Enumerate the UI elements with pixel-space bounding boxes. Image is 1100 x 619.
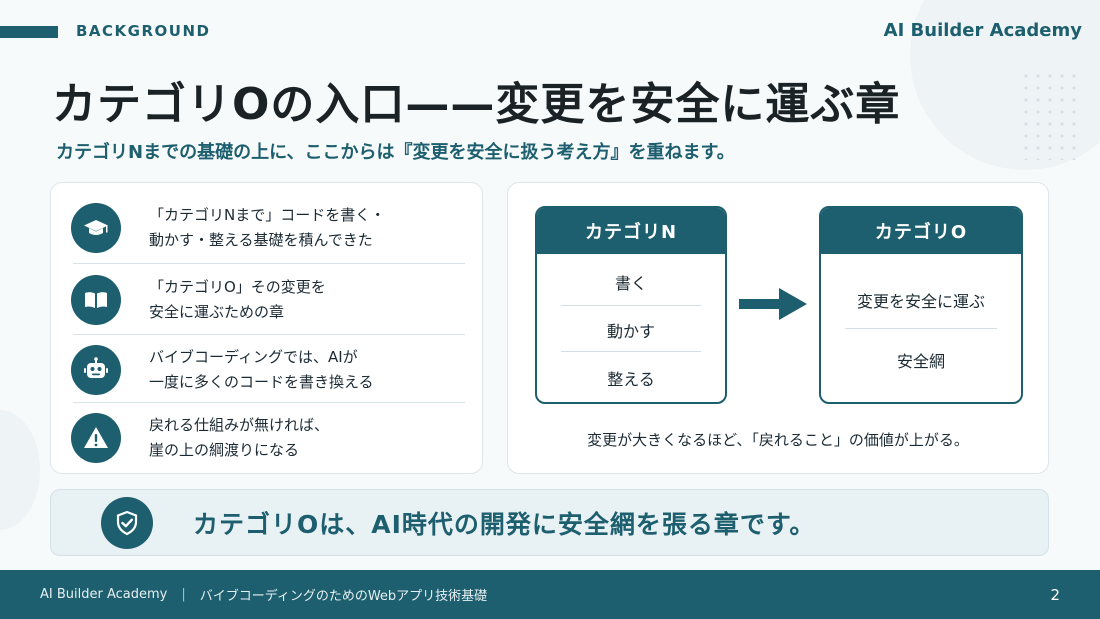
slide-title: カテゴリOの入口——変更を安全に運ぶ章: [52, 79, 901, 130]
footer-separator: |: [181, 587, 186, 602]
divider: [73, 402, 465, 403]
brand-logo: AI Builder Academy: [883, 20, 1082, 41]
divider: [73, 334, 465, 335]
footer: AI Builder Academy | バイブコーディングのためのWebアプリ…: [0, 570, 1100, 619]
list-item: バイブコーディングでは、AIが 一度に多くのコードを書き換える: [71, 335, 463, 405]
decorative-circle: [0, 410, 40, 530]
box-title: カテゴリO: [821, 208, 1021, 254]
divider: [73, 263, 465, 264]
diagram-caption: 変更が大きくなるほど、「戻れること」の価値が上がる。: [587, 431, 969, 449]
page-number: 2: [1050, 585, 1060, 604]
category-n-box: カテゴリN 書く 動かす 整える: [535, 206, 727, 404]
box-title: カテゴリN: [537, 208, 725, 254]
item-line: バイブコーディングでは、AIが: [149, 348, 358, 366]
item-line: 動かす・整える基礎を積んできた: [149, 231, 373, 249]
warning-icon: [71, 413, 121, 463]
slide-subtitle: カテゴリNまでの基礎の上に、ここからは『変更を安全に扱う考え方』を重ねます。: [56, 142, 735, 163]
section-label: BACKGROUND: [76, 22, 211, 40]
divider: [561, 351, 701, 352]
item-line: 一度に多くのコードを書き換える: [149, 373, 374, 391]
box-row: 整える: [607, 370, 655, 389]
points-panel: 「カテゴリNまで」コードを書く・ 動かす・整える基礎を積んできた 「カテゴリO」…: [50, 182, 483, 474]
item-line: 戻れる仕組みが無ければ、: [149, 416, 330, 434]
box-row: 動かす: [606, 322, 655, 341]
box-row: 変更を安全に運ぶ: [856, 292, 985, 311]
list-item: 戻れる仕組みが無ければ、 崖の上の綱渡りになる: [71, 403, 463, 473]
summary-banner: カテゴリOは、AI時代の開発に安全網を張る章です。: [50, 489, 1049, 556]
robot-icon: [71, 345, 121, 395]
banner-text: カテゴリOは、AI時代の開発に安全網を張る章です。: [193, 509, 816, 539]
divider: [845, 328, 997, 329]
category-o-box: カテゴリO 変更を安全に運ぶ 安全網: [819, 206, 1023, 404]
decorative-dot-grid: [1020, 70, 1082, 160]
footer-brand: AI Builder Academy: [40, 587, 168, 602]
divider: [561, 305, 701, 306]
item-line: 崖の上の綱渡りになる: [149, 441, 300, 459]
accent-bar: [0, 26, 58, 38]
item-line: 「カテゴリO」その変更を: [149, 278, 326, 296]
book-icon: [71, 275, 121, 325]
footer-course-title: バイブコーディングのためのWebアプリ技術基礎: [199, 589, 488, 604]
list-item: 「カテゴリNまで」コードを書く・ 動かす・整える基礎を積んできた: [71, 193, 463, 263]
transition-diagram: カテゴリN 書く 動かす 整える カテゴリO 変更を安全に運ぶ 安全網 変更が大…: [507, 182, 1049, 474]
shield-check-icon: [101, 496, 153, 549]
arrow-right-icon: [739, 288, 807, 320]
graduation-cap-icon: [71, 203, 121, 253]
item-line: 安全に運ぶための章: [149, 303, 285, 321]
list-item: 「カテゴリO」その変更を 安全に運ぶための章: [71, 265, 463, 335]
box-row: 書く: [614, 274, 647, 293]
box-row: 安全網: [896, 352, 945, 371]
item-line: 「カテゴリNまで」コードを書く・: [149, 206, 386, 224]
